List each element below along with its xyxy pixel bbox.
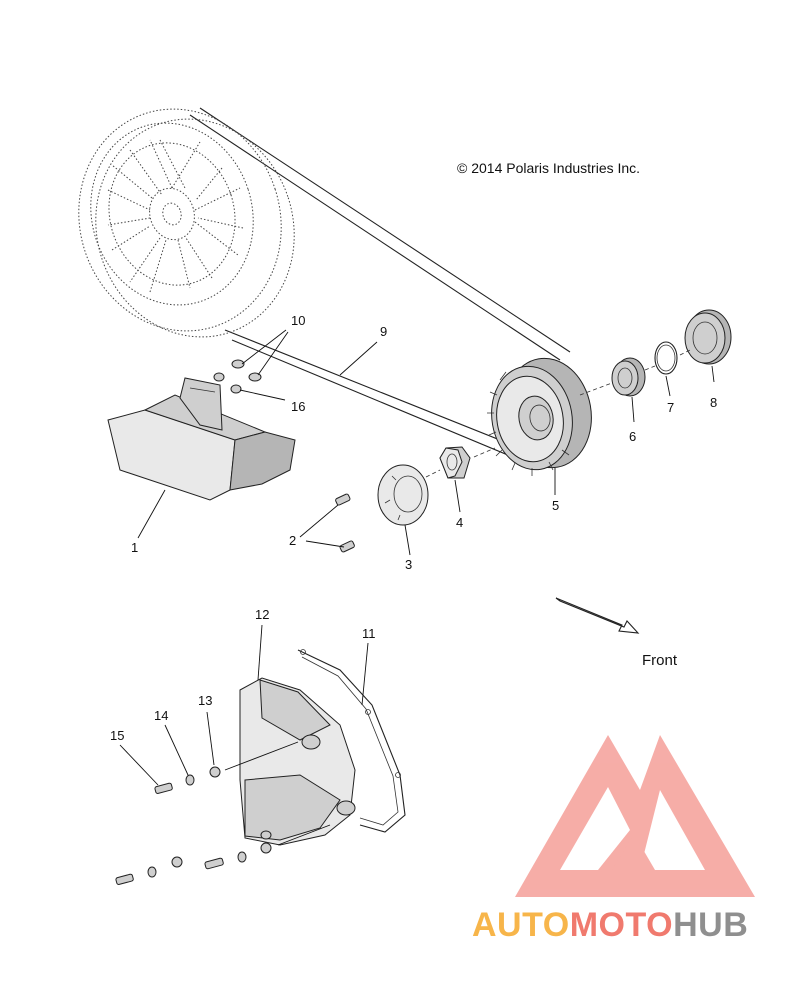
assembly-axis-line [425, 447, 496, 478]
callout-16: 16 [291, 399, 305, 414]
callout-9: 9 [380, 324, 387, 339]
callout-3: 3 [405, 557, 412, 572]
rear-wheel-pulley [78, 108, 295, 338]
callout-10: 10 [291, 313, 305, 328]
lock-plate [377, 464, 429, 526]
leader-lines [119, 329, 715, 786]
watermark-part-moto: MOTO [570, 906, 673, 944]
watermark-part-auto: AUTO [472, 906, 570, 944]
callout-13: 13 [198, 693, 212, 708]
drive-belt [189, 107, 571, 459]
cover-fasteners [115, 741, 331, 885]
callout-2: 2 [289, 533, 296, 548]
spacer [611, 357, 646, 397]
assembly-axis-line [579, 349, 691, 396]
front-direction-label: Front [642, 652, 678, 669]
screws [335, 493, 355, 553]
callout-5: 5 [552, 498, 559, 513]
retaining-ring [654, 341, 678, 375]
callout-14: 14 [154, 708, 168, 723]
copyright-notice: © 2014 Polaris Industries Inc. [457, 160, 640, 176]
callout-11: 11 [362, 626, 376, 641]
callout-8: 8 [710, 395, 717, 410]
callout-6: 6 [629, 429, 636, 444]
watermark-part-hub: HUB [673, 906, 748, 944]
callout-7: 7 [667, 400, 674, 415]
watermark-wordmark: AUTOMOTOHUB [472, 906, 748, 944]
callout-1: 1 [131, 540, 138, 555]
svg-text:AUTOMOTOHUB: AUTOMOTOHUB [472, 906, 748, 944]
watermark-logo [515, 735, 755, 897]
drive-sprocket [487, 357, 592, 476]
outer-cover [239, 677, 356, 846]
front-direction-arrow [555, 597, 640, 634]
callout-4: 4 [456, 515, 463, 530]
belt-guard [107, 377, 296, 501]
cover-gasket [297, 649, 406, 833]
callout-labels: 1 2 3 4 5 6 7 8 9 10 11 12 13 14 15 16 [110, 313, 717, 743]
callout-12: 12 [255, 607, 269, 622]
nut [439, 446, 471, 479]
callout-15: 15 [110, 728, 124, 743]
mounting-fasteners [213, 359, 262, 394]
seal [684, 309, 732, 365]
